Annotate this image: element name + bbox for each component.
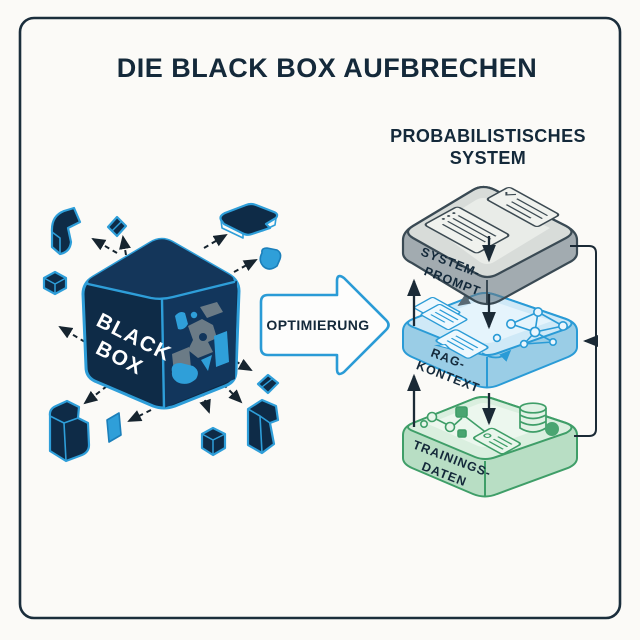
optimierung-arrow: OPTIMIERUNG (259, 274, 390, 376)
network-graph-icon (492, 306, 568, 349)
cube-hole-fragments (171, 302, 229, 384)
tag-icon (472, 427, 522, 455)
debris-fragment (259, 247, 282, 270)
debris-fragment (48, 399, 91, 463)
scatter-arrow (91, 237, 118, 254)
context-flow-arrow (481, 349, 512, 362)
hole-fragment-blue (171, 363, 198, 384)
debris-fragment (50, 206, 82, 256)
cube-edge (86, 280, 236, 300)
scatter-arrow (233, 259, 258, 273)
debris-fragment (43, 277, 67, 294)
cube-edge (160, 298, 166, 410)
feedback-connector (570, 245, 598, 437)
block-arrow-shape (259, 274, 390, 376)
layer-trainings-daten: TRAININGS- DATEN (402, 396, 578, 498)
system-heading-line2: SYSTEM (450, 148, 526, 168)
debris-fragment (247, 408, 271, 454)
scatter-arrow (58, 325, 86, 343)
flowchart-icon (419, 406, 489, 438)
debris-fragment (261, 378, 273, 388)
debris-fragment (111, 221, 122, 232)
database-blob (545, 422, 559, 436)
layer-flow-arrows (407, 236, 496, 427)
scatter-arrow (203, 233, 228, 249)
page-title: DIE BLACK BOX AUFBRECHEN (117, 53, 538, 83)
debris-fragment (246, 398, 280, 455)
scatter-arrow (83, 385, 108, 405)
debris-fragment (51, 231, 61, 254)
debris-fragment (106, 412, 122, 443)
debris-fragment (256, 373, 280, 395)
system-heading-line1: PROBABILISTISCHES (390, 126, 586, 146)
debris-fragment (219, 202, 279, 236)
hole-fragment-gray (200, 302, 223, 318)
debris-fragment (201, 433, 226, 455)
stacked-documents-icon (413, 296, 468, 331)
optimierung-label: OPTIMIERUNG (266, 317, 369, 333)
scatter-arrow (127, 409, 152, 422)
hole-fragment-notch (199, 333, 207, 341)
page-border (18, 16, 622, 620)
debris-fragment (220, 217, 277, 239)
debris-fragments (42, 202, 282, 463)
hole-fragment-blue (190, 311, 198, 319)
document-icon (424, 206, 510, 254)
black-box-cluster: BLACK BOX (42, 202, 282, 463)
debris-fragment (49, 415, 79, 462)
hole-fragment-blue (214, 331, 229, 367)
database-icon (519, 402, 559, 436)
checklist-document-icon (486, 186, 560, 228)
scatter-arrow (119, 235, 131, 256)
hole-fragment-blue (201, 355, 212, 371)
cube-top-face (88, 239, 234, 299)
black-box-cube: BLACK BOX (81, 237, 241, 410)
debris-fragment (42, 270, 68, 296)
scatter-arrows (58, 233, 258, 422)
speech-bubble-icon (433, 329, 489, 359)
hole-fragment-blue (175, 312, 188, 330)
